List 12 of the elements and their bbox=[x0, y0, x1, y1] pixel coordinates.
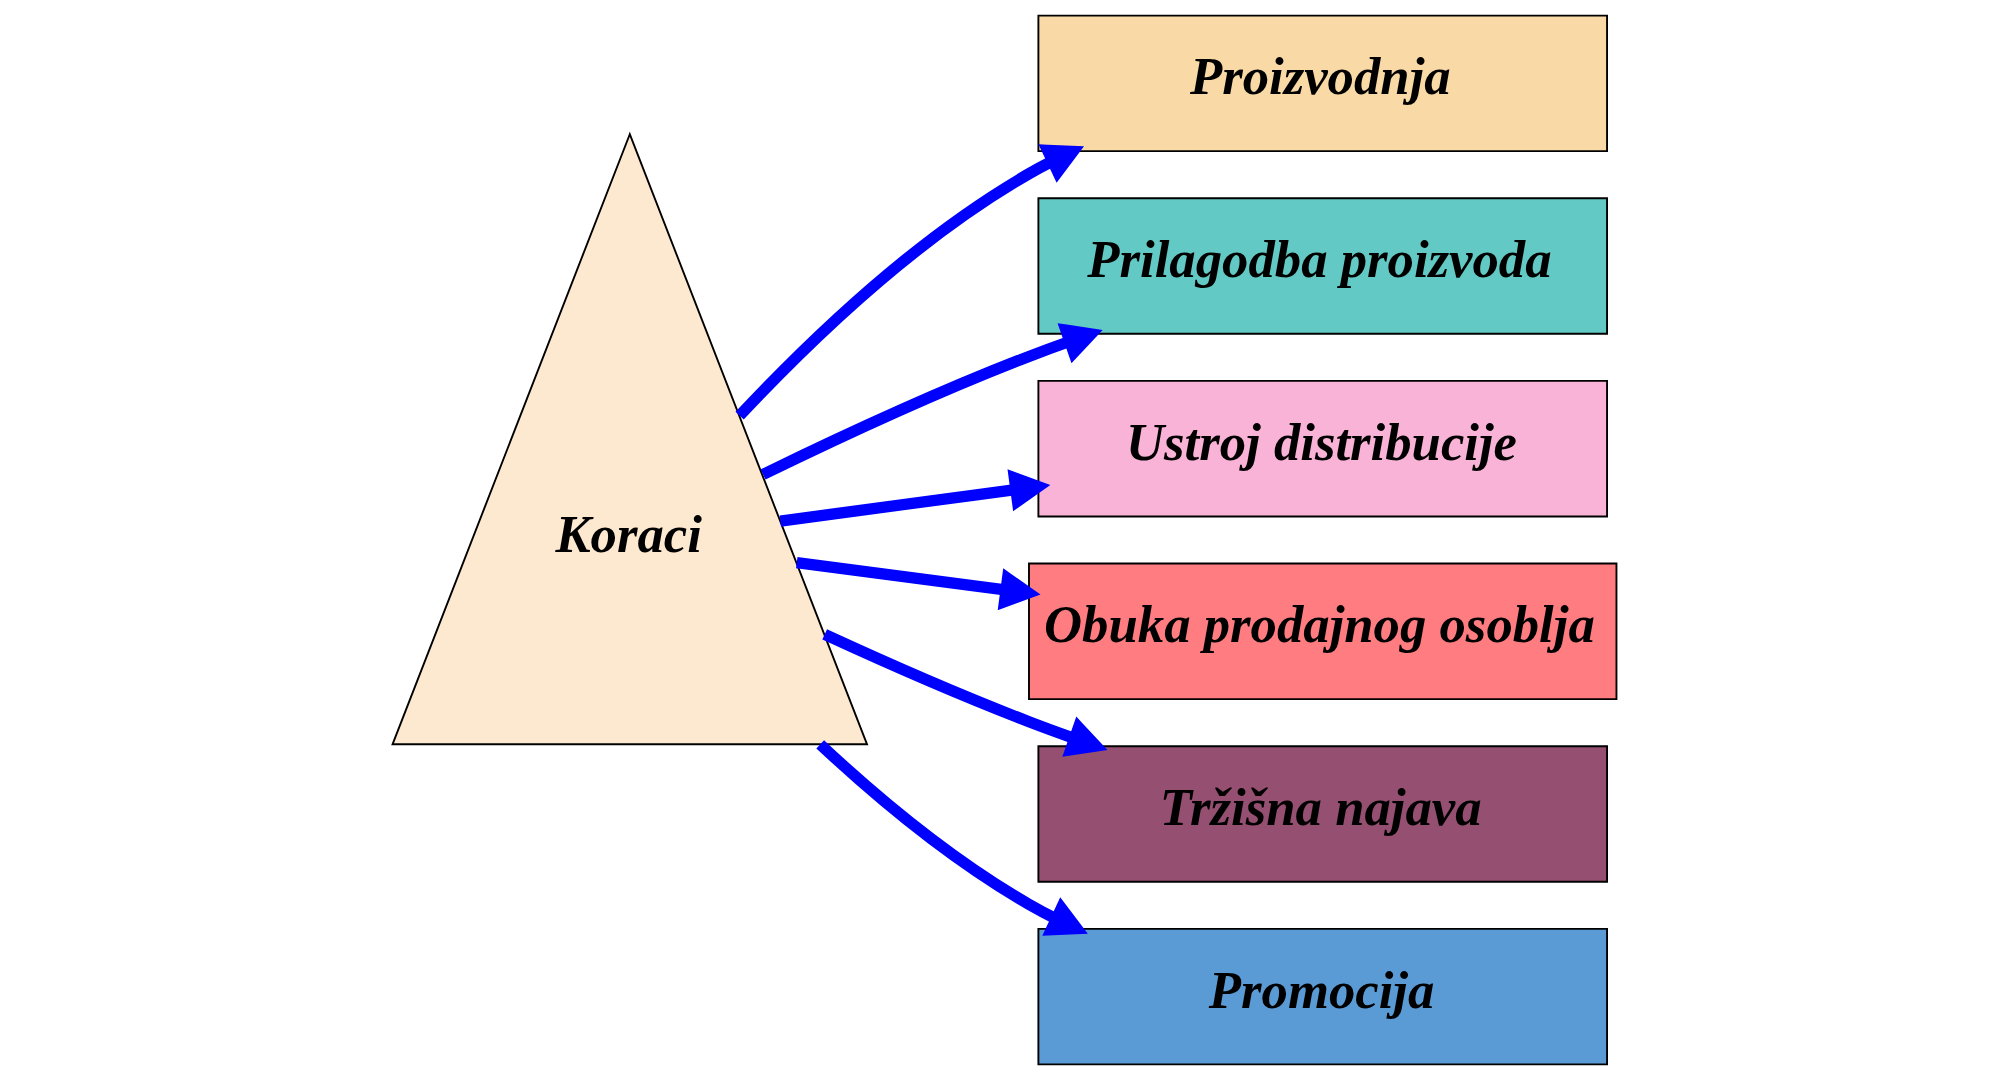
node-box: Tržišna najava bbox=[1037, 745, 1608, 883]
node-box: Proizvodnja bbox=[1037, 14, 1608, 153]
arrow bbox=[822, 629, 1108, 757]
arrow bbox=[796, 557, 1041, 611]
arrow bbox=[816, 740, 1088, 936]
node-box: Ustroj distribucije bbox=[1037, 379, 1608, 518]
node-box: Prilagodba proizvoda bbox=[1037, 197, 1608, 335]
node-box: Promocija bbox=[1037, 927, 1608, 1066]
arrow bbox=[735, 144, 1085, 420]
arrow bbox=[760, 323, 1103, 480]
arrow bbox=[779, 469, 1051, 527]
node-box: Obuka prodajnog osoblja bbox=[1028, 562, 1618, 701]
